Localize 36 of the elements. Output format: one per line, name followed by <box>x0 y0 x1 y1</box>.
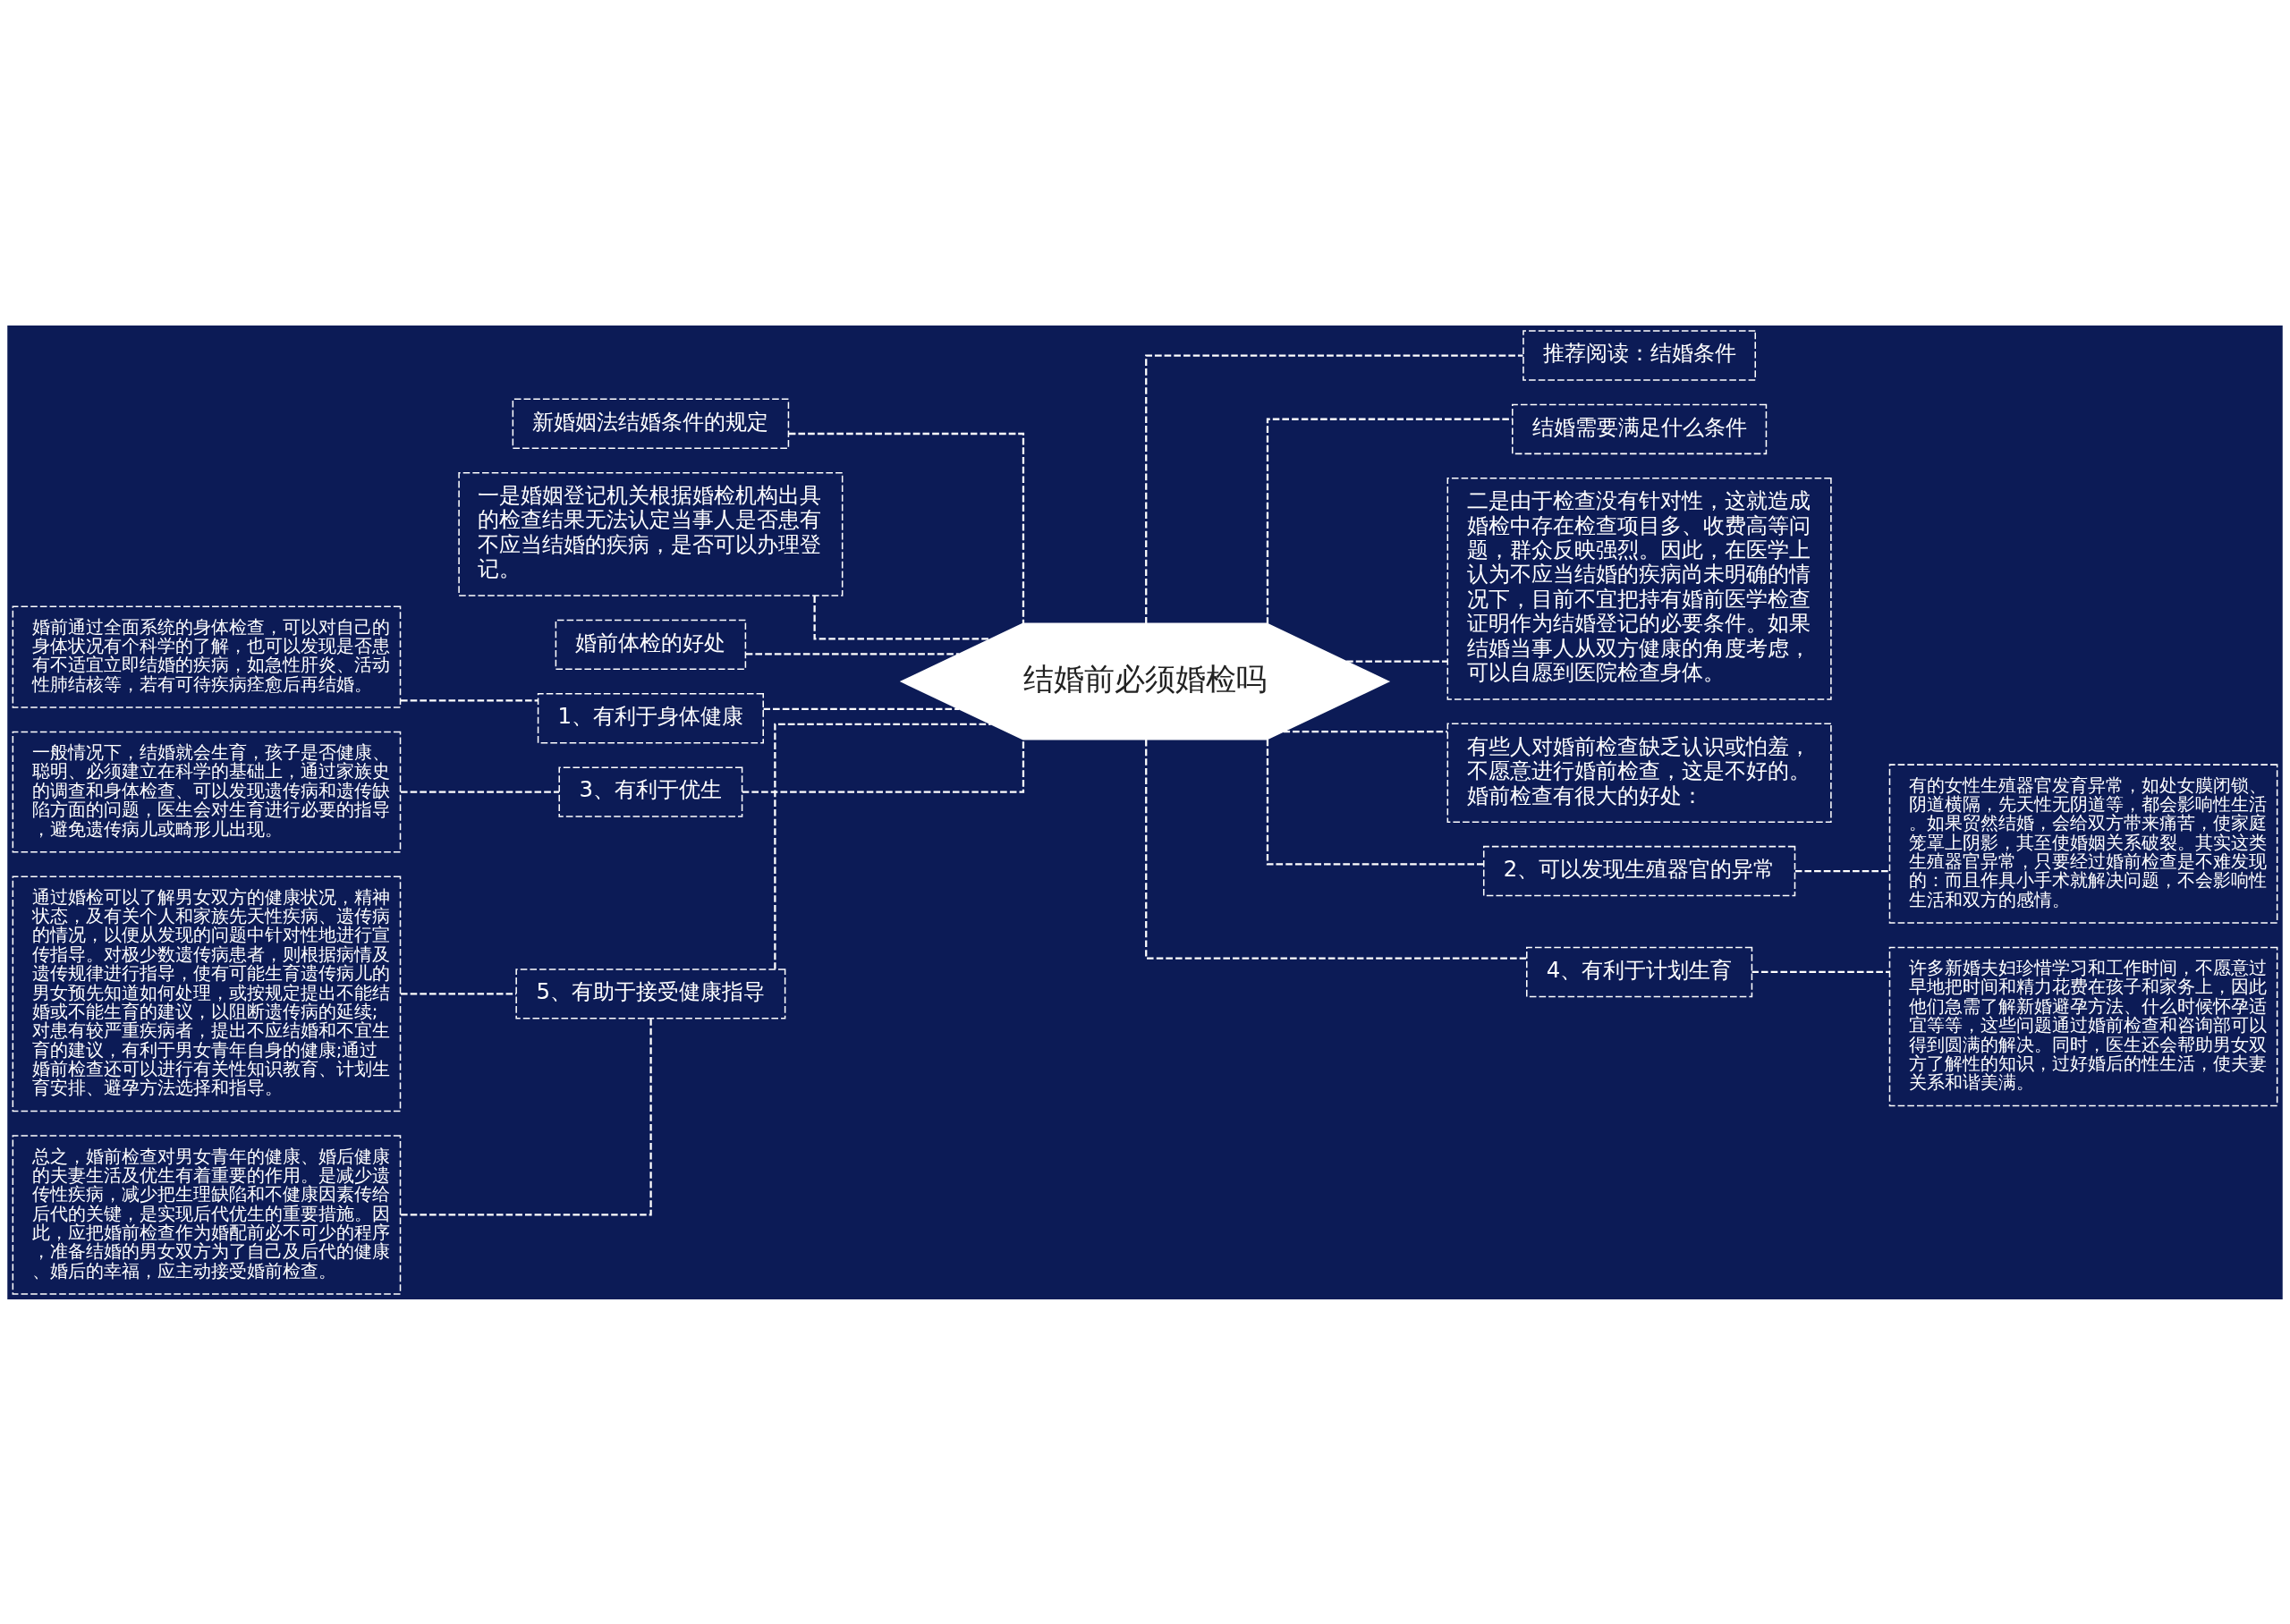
connector <box>401 698 539 702</box>
connector <box>1266 739 1484 866</box>
node-box: 婚前体检的好处 <box>555 619 747 670</box>
connector <box>1266 418 1513 624</box>
node-box: 一般情况下，结婚就会生育，孩子是否健康、聪明、必须建立在科学的基础上，通过家族史的调查和身体检查、可以发现遗传病和遗传缺陷方面的问题，医生会对生育进行必要的指导，避免遗传病儿或畸形儿出现。 <box>12 731 402 852</box>
connector <box>401 1018 652 1216</box>
connector <box>745 652 959 655</box>
connector <box>1145 353 1523 623</box>
connector <box>1794 869 1890 872</box>
node-box: 2、可以发现生殖器官的异常 <box>1482 845 1796 896</box>
connector <box>1346 659 1448 663</box>
node-box: 1、有利于身体健康 <box>537 692 764 743</box>
connector <box>401 992 517 994</box>
node-box: 婚前通过全面系统的身体检查，可以对自己的身体状况有个科学的了解，也可以发现是否患有不适宜立即结婚的疾病，如急性肝炎、活动性肺结核等，若有可待疾病痊愈后再结婚。 <box>12 605 402 708</box>
connector <box>763 707 960 710</box>
node-box: 通过婚检可以了解男女双方的健康状况，精神状态，及有关个人和家族先天性疾病、遗传病的情况，以便从发现的问题中针对性地进行宣传指导。对极少数遗传病患者，则根据病情及遗传规律进行指导，使有可能生育遗传病儿的男女预先知道如何处理，或按规定提出不能结婚或不能生育的建议，以阻断遗传病的延续;对患有较严重疾病者，提出不应结婚和不宜生育的建议，有利于男女青年自身的健康;通过婚前检查还可以进行有关性知识教育、计划生育安排、避孕方法选择和指导。 <box>12 875 402 1112</box>
connector <box>774 723 991 969</box>
connector <box>401 790 559 793</box>
node-box: 3、有利于优生 <box>558 765 743 817</box>
connector <box>788 432 1025 623</box>
node-box: 推荐阅读：结婚条件 <box>1522 329 1756 381</box>
node-box: 一是婚姻登记机关根据婚检机构出具的检查结果无法认定当事人是否患有不应当结婚的疾病，是否可以办理登记。 <box>458 471 844 596</box>
node-box: 总之，婚前检查对男女青年的健康、婚后健康的夫妻生活及优生有着重要的作用。是减少遗传性疾病，减少把生理缺陷和不健康因素传给后代的关键，是实现后代优生的重要措施。因此，应把婚前检查作为婚配前必不可少的程序，准备结婚的男女双方为了自己及后代的健康、婚后的幸福，应主动接受婚前检查。 <box>12 1134 402 1295</box>
connector <box>1145 739 1527 960</box>
connector <box>742 739 1025 793</box>
node-box: 有的女性生殖器官发育异常，如处女膜闭锁、阴道横隔，先天性无阴道等，都会影响性生活。如果贸然结婚，会给双方带来痛苦，使家庭笼罩上阴影，其至使婚姻关系破裂。其实这类生殖器官异常，只要经过婚前检查是不难发现的：而且作具小手术就解决问题，不会影响性生活和双方的感情。 <box>1888 763 2278 924</box>
connector <box>813 595 991 639</box>
node-box: 新婚姻法结婚条件的规定 <box>512 398 790 449</box>
node-box: 许多新婚夫妇珍惜学习和工作时间，不愿意过早地把时间和精力花费在孩子和家务上，因此他们急需了解新婚避孕方法、什么时候怀孕适宜等等，这些问题通过婚前检查和咨询部可以得到圆满的解决。同时，医生还会帮助男女双方了解性的知识，过好婚后的性生活，使夫妻关系和谐美满。 <box>1888 946 2278 1106</box>
node-box: 5、有助于接受健康指导 <box>515 968 786 1019</box>
connector <box>1283 730 1448 732</box>
connector <box>1751 970 1890 973</box>
node-box: 有些人对婚前检查缺乏认识或怕羞，不愿意进行婚前检查，这是不好的。婚前检查有很大的好处： <box>1446 723 1832 823</box>
node-box: 4、有利于计划生育 <box>1526 946 1753 997</box>
node-box: 结婚需要满足什么条件 <box>1512 403 1768 454</box>
node-box: 二是由于检查没有针对性，这就造成婚检中存在检查项目多、收费高等问题，群众反映强烈。因此，在医学上认为不应当结婚的疾病尚未明确的情况下，目前不宜把持有婚前医学检查证明作为结婚登记的必要条件。如果结婚当事人从双方健康的角度考虑，可以自愿到医院检查身体。 <box>1446 477 1832 700</box>
